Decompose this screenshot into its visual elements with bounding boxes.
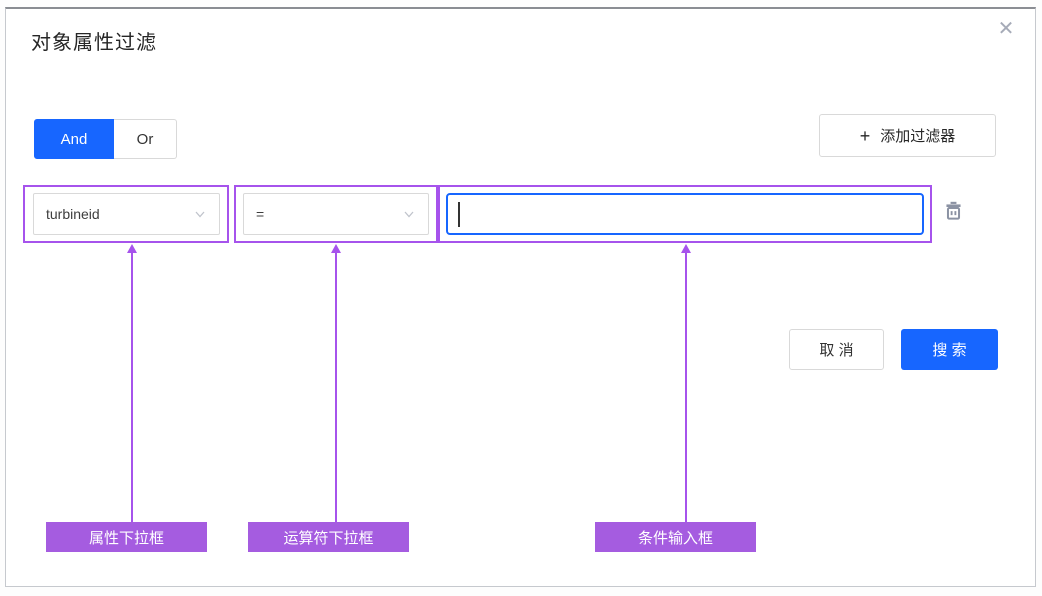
filter-dialog: 对象属性过滤 ✕ And Or + 添加过滤器 turbineid = (5, 7, 1036, 587)
close-icon[interactable]: ✕ (991, 14, 1021, 44)
delete-filter-button[interactable] (940, 199, 966, 225)
annotation-box-attribute (23, 185, 229, 243)
add-filter-button[interactable]: + 添加过滤器 (819, 114, 996, 157)
annotation-label-attribute: 属性下拉框 (46, 522, 207, 552)
operator-dropdown-value: = (256, 206, 265, 222)
annotation-label-operator: 运算符下拉框 (248, 522, 409, 552)
plus-icon: + (859, 125, 871, 146)
search-button[interactable]: 搜 索 (901, 329, 998, 370)
annotation-label-condition: 条件输入框 (595, 522, 756, 552)
condition-input[interactable] (446, 193, 924, 235)
cancel-button[interactable]: 取 消 (789, 329, 884, 370)
chevron-down-icon (195, 211, 205, 218)
chevron-down-icon (404, 211, 414, 218)
operator-dropdown[interactable]: = (243, 193, 429, 235)
annotation-box-operator (234, 185, 438, 243)
add-filter-label: 添加过滤器 (880, 128, 956, 145)
or-button[interactable]: Or (114, 119, 177, 159)
dialog-title: 对象属性过滤 (31, 32, 157, 54)
attribute-dropdown[interactable]: turbineid (33, 193, 220, 235)
attribute-dropdown-value: turbineid (46, 206, 100, 222)
logic-toggle: And Or (34, 119, 177, 159)
trash-icon (945, 201, 961, 220)
annotation-box-condition (438, 185, 932, 243)
and-button[interactable]: And (34, 119, 114, 159)
text-caret (458, 202, 460, 227)
